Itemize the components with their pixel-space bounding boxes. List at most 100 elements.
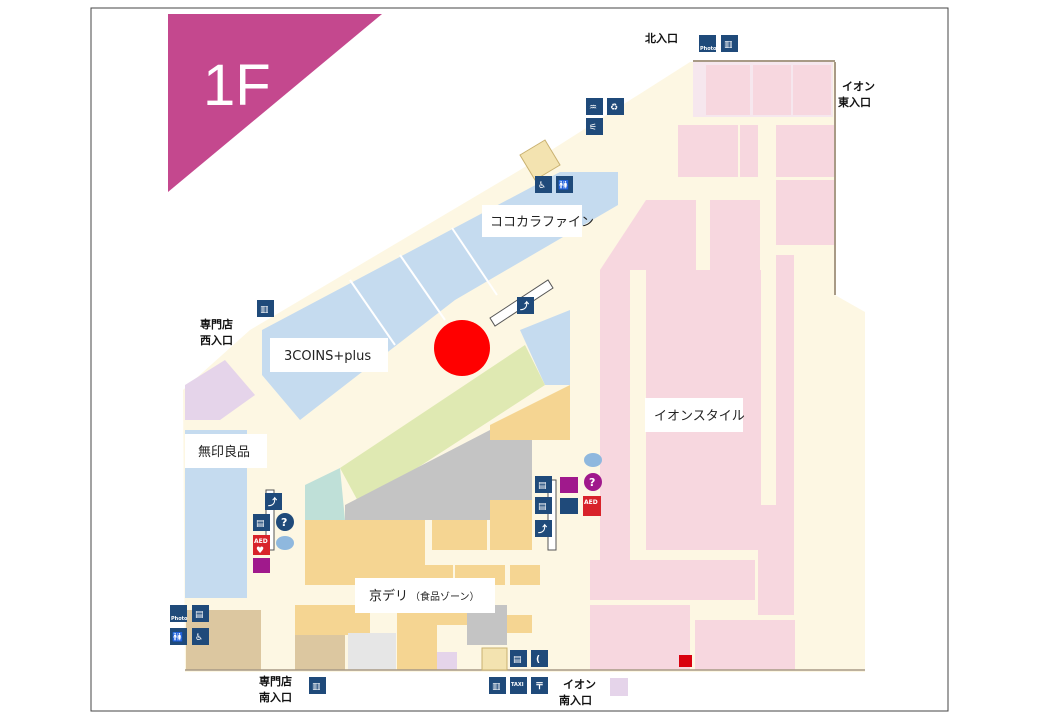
north-entrance-label: 北入口	[645, 31, 678, 45]
svg-text:AED: AED	[584, 499, 598, 506]
west-entrance-store	[185, 360, 255, 420]
nursing-east-icon: ▤	[535, 497, 552, 514]
svg-text:▥: ▥	[260, 305, 269, 315]
label-text: 京デリ	[369, 588, 408, 604]
information-icon: ?	[276, 513, 294, 531]
taxi-icon: TAXI	[510, 677, 527, 694]
svg-text:〒: 〒	[535, 682, 544, 692]
post-office-icon: 〒	[531, 677, 548, 694]
recycle-icon: ♻	[607, 98, 624, 115]
svg-text:▤: ▤	[538, 481, 547, 491]
locker-south-icon: ▥	[309, 677, 326, 694]
atm-icon: ▤	[253, 514, 270, 531]
svg-text:▥: ▥	[724, 40, 733, 50]
west-entrance-label-1: 専門店	[200, 317, 233, 331]
store-label-aeon-style[interactable]: イオンスタイル	[645, 398, 745, 432]
svg-text:AED: AED	[254, 538, 268, 545]
south-entrance-label-1: 専門店	[259, 674, 292, 688]
floor-label: 1F	[203, 53, 271, 118]
nursing-room-icon: ♒	[586, 98, 603, 115]
aeon-bank-west-icon	[253, 558, 270, 573]
stairs-south	[481, 647, 508, 671]
svg-text:?: ?	[281, 516, 287, 529]
locker-aeon-south-icon: ▥	[489, 677, 506, 694]
svg-text:⤴: ⤴	[268, 496, 278, 508]
svg-text:🚻: 🚻	[172, 631, 183, 643]
label-subtext: （食品ゾーン）	[410, 590, 480, 603]
smoking-area-icon: ⚟	[586, 118, 603, 135]
label-text: ココカラファイン	[490, 215, 594, 230]
svg-text:▤: ▤	[256, 519, 265, 529]
svg-text:?: ?	[589, 476, 595, 489]
escalator-icon: ⤴	[517, 297, 534, 314]
card-icon	[560, 498, 578, 514]
svg-text:Photo: Photo	[171, 616, 188, 622]
label-text: 3COINS+plus	[284, 349, 371, 364]
gray-store-2	[490, 440, 532, 500]
locker-west-icon: ▥	[257, 300, 274, 317]
teal-store	[305, 468, 345, 520]
escalator-west-icon: ⤴	[265, 493, 282, 510]
accessible-sw-icon: ♿	[192, 628, 209, 645]
green-stores	[340, 345, 545, 505]
stairs-north	[519, 139, 561, 181]
aeon-south-entrance-label-1: イオン	[563, 678, 596, 691]
svg-text:▥: ▥	[492, 682, 501, 692]
aed-west-icon: AED♥	[253, 535, 270, 556]
aeon-bank-east-icon	[560, 477, 578, 493]
photo-booth-sw-icon: Photo	[170, 605, 188, 622]
restroom-icon: 🚻	[556, 176, 573, 193]
service-badge-east-icon	[584, 453, 602, 467]
store-tan	[295, 635, 345, 670]
west-entrance-label-2: 西入口	[200, 334, 233, 347]
store-lilac	[437, 652, 457, 670]
store-lightgray	[348, 633, 396, 670]
store-label-cocokara[interactable]: ココカラファイン	[482, 205, 594, 237]
information-east-icon: ?	[584, 473, 602, 491]
phone-icon: (	[531, 650, 548, 667]
svg-text:(: (	[536, 655, 540, 665]
photo-booth-icon: Photo	[699, 35, 717, 52]
svg-text:♿: ♿	[195, 633, 203, 643]
svg-text:♿: ♿	[538, 181, 546, 191]
store-label-3coins[interactable]: 3COINS+plus	[270, 338, 388, 372]
nursing-sw-icon: ▤	[192, 605, 209, 622]
aed-east-icon: AED	[583, 496, 601, 516]
store-label-muji[interactable]: 無印良品	[185, 434, 267, 468]
food-store-ne	[490, 385, 570, 440]
atm-east-icon: ▤	[535, 476, 552, 493]
svg-text:TAXI: TAXI	[511, 682, 524, 688]
locker-icon: ▥	[721, 35, 738, 52]
svg-text:Photo: Photo	[700, 46, 717, 52]
svg-text:⤴: ⤴	[520, 300, 530, 312]
svg-text:⤴: ⤴	[538, 523, 548, 535]
label-text: 無印良品	[198, 444, 250, 460]
store-lilac-south	[610, 678, 628, 696]
svg-text:♥: ♥	[256, 546, 264, 556]
svg-text:🚻: 🚻	[558, 179, 569, 191]
svg-text:▤: ▤	[195, 610, 204, 620]
svg-text:♒: ♒	[589, 103, 597, 113]
aeon-south-entrance-label-2: 南入口	[559, 693, 592, 707]
store-label-kyodeli[interactable]: 京デリ （食品ゾーン）	[355, 578, 495, 613]
floor-badge: 1F	[168, 14, 382, 192]
restroom-sw-icon: 🚻	[170, 628, 187, 645]
svg-text:▤: ▤	[513, 655, 522, 665]
svg-text:▤: ▤	[538, 502, 547, 512]
svg-text:▥: ▥	[312, 682, 321, 692]
service-badge-west-icon	[276, 536, 294, 550]
aeon-east-entrance-label-2: 東入口	[838, 95, 871, 109]
accessible-toilet-icon: ♿	[535, 176, 552, 193]
nursing-south-icon: ▤	[510, 650, 527, 667]
gray-store	[345, 430, 490, 520]
current-location-marker	[434, 320, 490, 376]
aeon-east-entrance-label-1: イオン	[842, 80, 875, 93]
red-marker-small	[679, 655, 692, 667]
map-frame	[90, 7, 949, 712]
svg-text:⚟: ⚟	[589, 123, 597, 133]
svg-text:♻: ♻	[610, 103, 618, 113]
label-text: イオンスタイル	[654, 409, 745, 424]
south-entrance-label-2: 南入口	[259, 690, 292, 704]
escalator-east-icon: ⤴	[535, 520, 552, 537]
